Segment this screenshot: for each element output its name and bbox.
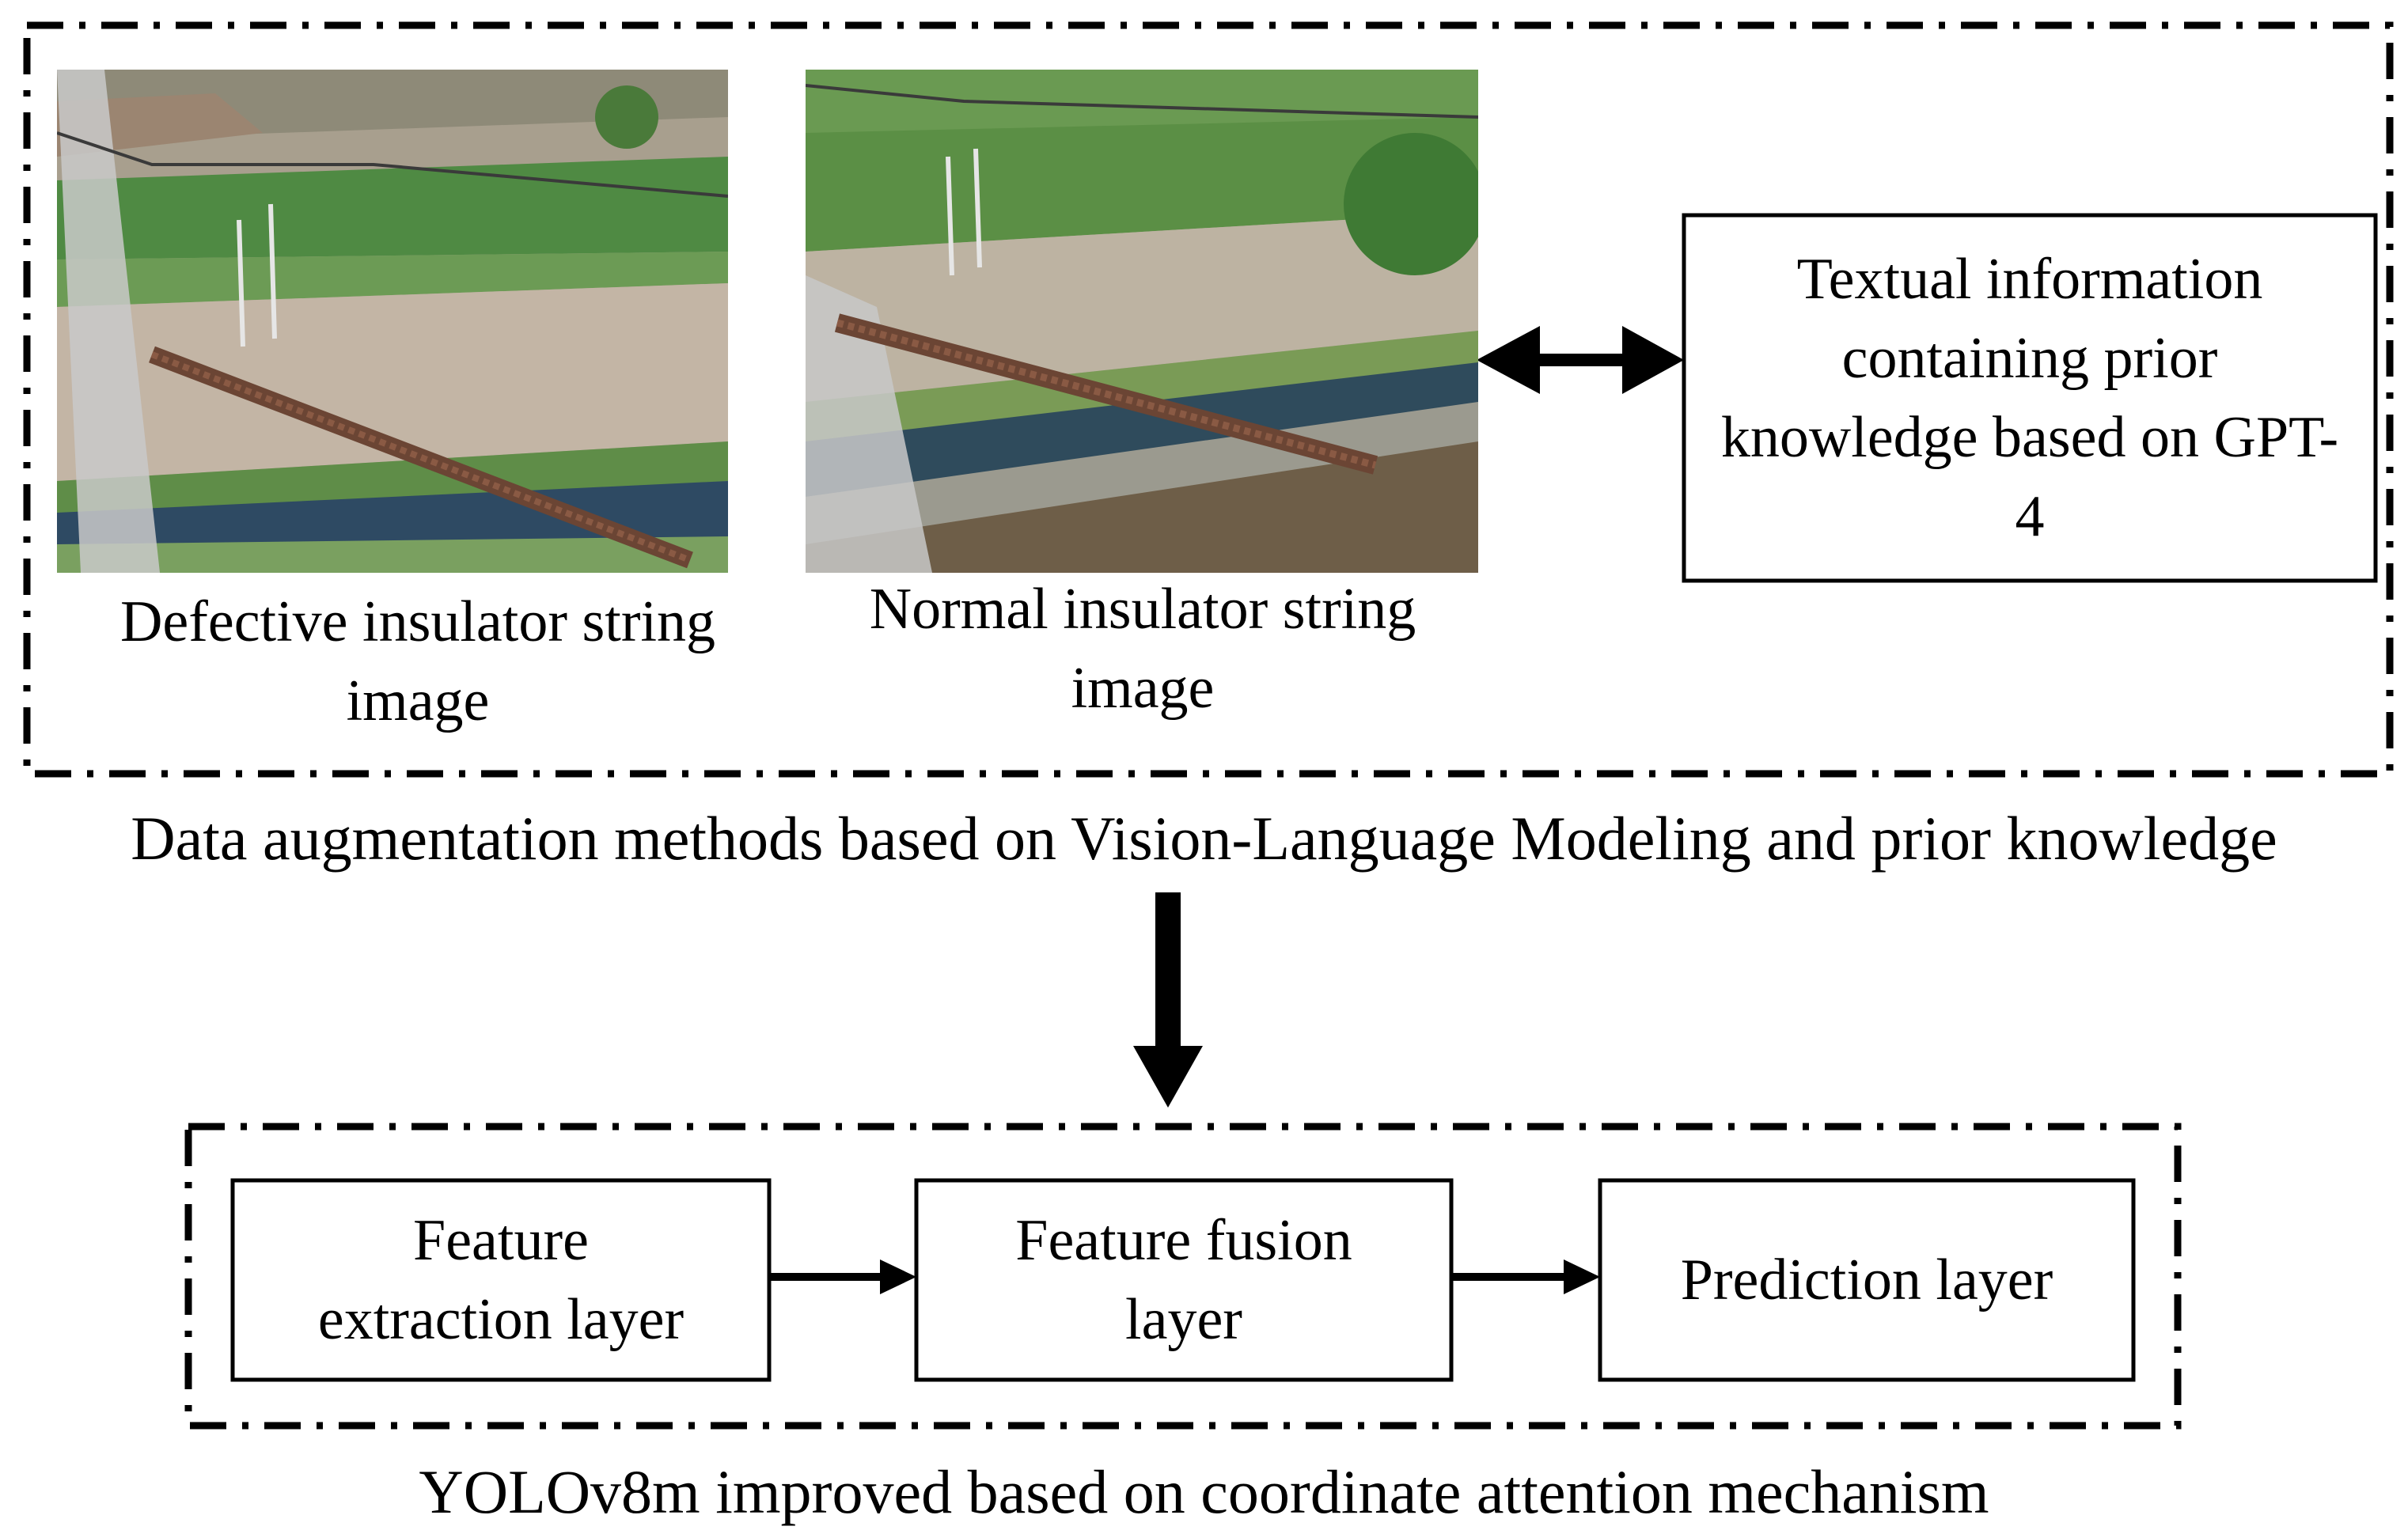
arrow-fusion-to-prediction xyxy=(1451,1259,1600,1294)
normal-insulator-image xyxy=(806,70,1478,573)
defective-image-label: Defective insulator string image xyxy=(119,589,716,733)
down-arrow xyxy=(1133,892,1203,1108)
textual-info-box: Textual information containing prior kno… xyxy=(1720,247,2339,549)
feature-extraction-box-border xyxy=(230,1178,772,1382)
feature-extraction-box: Feature extraction layer xyxy=(317,1208,684,1352)
feature-fusion-box-border xyxy=(914,1178,1454,1382)
augmentation-caption: Data augmentation methods based on Visio… xyxy=(131,804,2277,873)
defective-insulator-image xyxy=(57,70,728,573)
feature-fusion-box: Feature fusion layer xyxy=(1015,1208,1352,1352)
normal-image-label: Normal insulator string image xyxy=(869,577,1416,721)
prediction-box-border xyxy=(1598,1178,2136,1382)
bidirectional-arrow xyxy=(1477,326,1684,394)
yolo-group-border xyxy=(184,1123,2182,1430)
textual-info-box-border xyxy=(1682,213,2378,583)
prediction-box: Prediction layer xyxy=(1680,1248,2053,1312)
yolo-caption: YOLOv8m improved based on coordinate att… xyxy=(419,1457,1989,1526)
augmentation-group-border xyxy=(23,21,2394,778)
arrow-extraction-to-fusion xyxy=(769,1259,916,1294)
